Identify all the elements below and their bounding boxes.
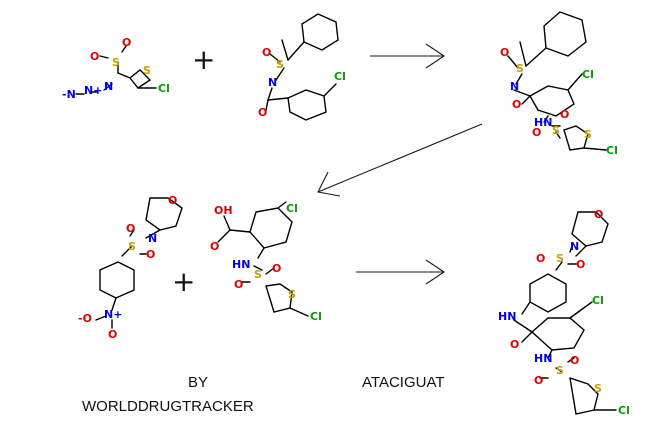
atom-n-plus: N+ xyxy=(104,308,122,321)
atom-s-thiophene: S xyxy=(143,64,151,77)
atom-o: O xyxy=(90,50,99,63)
plus-sign-top: + xyxy=(192,43,216,76)
atom-s: S xyxy=(254,268,262,281)
atom-o: O xyxy=(262,46,271,59)
atom-o: O xyxy=(234,278,243,291)
atom-s: S xyxy=(556,252,564,265)
atom-s: S xyxy=(556,364,564,377)
atom-cl: Cl xyxy=(310,310,322,323)
atom-n: N xyxy=(570,240,579,253)
arrow-step-2 xyxy=(317,123,483,197)
atom-o: O xyxy=(126,222,135,235)
product-ataciguat: O N S O O HN O Cl HN S O O S Cl xyxy=(498,208,630,417)
atom-o: O xyxy=(570,354,579,367)
arrow-step-3 xyxy=(356,259,445,285)
atom-n-plus: N+ xyxy=(84,84,102,97)
caption-source: WORLDDRUGTRACKER xyxy=(82,398,254,415)
atom-cl: Cl xyxy=(592,294,604,307)
intermediate-product: S O N O Cl HN S O O S Cl xyxy=(500,11,618,157)
atom-o: O xyxy=(210,240,219,253)
atom-n: N xyxy=(104,80,113,93)
atom-o: O xyxy=(536,252,545,265)
atom-o: O xyxy=(272,262,281,275)
plus-sign-bottom: + xyxy=(172,265,196,298)
reactant-sulfoximine: S O N O Cl xyxy=(258,13,346,121)
atom-cl: Cl xyxy=(582,68,594,81)
atom-s: S xyxy=(516,62,524,75)
atom-o: O xyxy=(532,126,541,139)
atom-s-thiophene: S xyxy=(594,382,602,395)
atom-n: N xyxy=(268,76,277,89)
atom-o: O xyxy=(258,106,267,119)
reactant-azido-thiophene: S O O S N N+ -N Cl xyxy=(62,36,170,101)
atom-o: O xyxy=(146,248,155,261)
atom-o: O xyxy=(510,338,519,351)
atom-o: O xyxy=(108,328,117,341)
atom-s: S xyxy=(552,124,560,137)
reactant-acid-sulfonamide: OH O Cl HN S O O S Cl xyxy=(210,201,322,323)
atom-o: O xyxy=(168,194,177,207)
atom-o: O xyxy=(512,98,521,111)
atom-o-minus: -O xyxy=(78,312,92,325)
atom-o: O xyxy=(560,108,569,121)
atom-n: N xyxy=(148,232,157,245)
atom-cl: Cl xyxy=(286,202,298,215)
atom-nh: HN xyxy=(534,116,552,129)
atom-n: N xyxy=(510,80,519,93)
atom-n-minus: -N xyxy=(62,88,76,101)
atom-cl: Cl xyxy=(334,70,346,83)
atom-s-sulfonyl: S xyxy=(112,56,120,69)
atom-o: O xyxy=(500,46,509,59)
caption-product-name: ATACIGUAT xyxy=(362,374,445,391)
atom-nh: HN xyxy=(498,310,516,323)
atom-s-thiophene: S xyxy=(288,288,296,301)
atom-o: O xyxy=(122,36,131,49)
atom-o: O xyxy=(576,258,585,271)
atom-o: O xyxy=(594,208,603,221)
atom-nh: HN xyxy=(232,258,250,271)
atom-cl: Cl xyxy=(606,144,618,157)
atom-s-thiophene: S xyxy=(584,128,592,141)
atom-nh: HN xyxy=(534,352,552,365)
reactant-morpholino-nitrobenzene: O N S O O N+ -O O xyxy=(78,194,183,341)
atom-s: S xyxy=(128,240,136,253)
arrow-step-1 xyxy=(370,43,445,69)
atom-cl: Cl xyxy=(618,404,630,417)
atom-s: S xyxy=(276,58,284,71)
caption-by: BY xyxy=(188,374,209,391)
atom-o: O xyxy=(534,374,543,387)
atom-oh: OH xyxy=(214,204,233,217)
atom-cl: Cl xyxy=(158,82,170,95)
